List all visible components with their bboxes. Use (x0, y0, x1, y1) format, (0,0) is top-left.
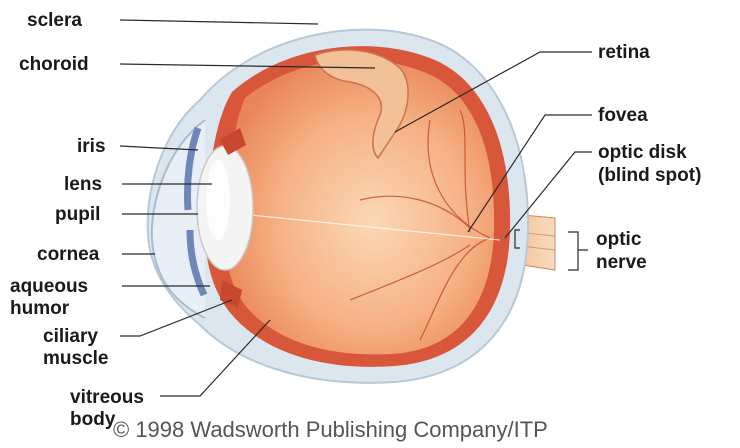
copyright-text: © 1998 Wadsworth Publishing Company/ITP (113, 417, 548, 442)
label-ciliary-1: ciliary (43, 326, 98, 347)
label-aqueous-2: humor (10, 298, 70, 319)
label-aqueous-1: aqueous (10, 276, 88, 297)
label-optic-disk-1: optic disk (598, 142, 687, 163)
label-choroid: choroid (19, 54, 89, 75)
label-pupil: pupil (55, 204, 100, 225)
label-optic-disk-2: (blind spot) (598, 165, 701, 186)
lens (197, 146, 253, 270)
label-lens: lens (64, 174, 102, 195)
label-optic-nerve-2: nerve (596, 252, 647, 273)
label-vitreous-2: body (70, 409, 116, 430)
label-vitreous-1: vitreous (70, 387, 144, 408)
label-fovea: fovea (598, 105, 648, 126)
label-optic-nerve-1: optic (596, 229, 642, 250)
label-iris: iris (77, 136, 106, 157)
label-cornea: cornea (37, 244, 100, 265)
vitreous-body (226, 60, 495, 354)
label-ciliary-2: muscle (43, 348, 108, 369)
label-retina: retina (598, 42, 650, 63)
label-sclera: sclera (27, 10, 82, 31)
